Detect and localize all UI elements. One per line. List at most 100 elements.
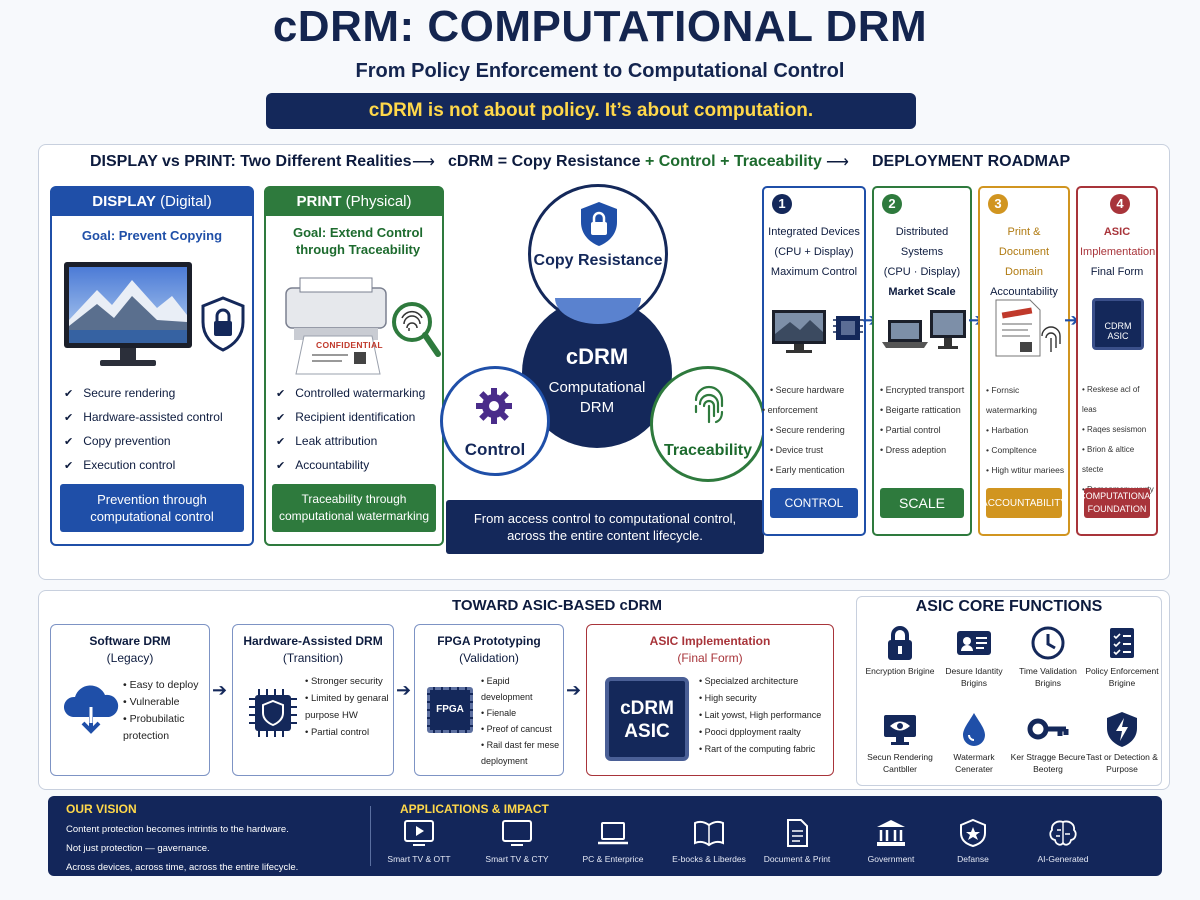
display-footer: Prevention through computational control	[60, 484, 244, 532]
application-label: Document & Print	[763, 854, 831, 864]
application-item: Smart TV & OTT	[374, 818, 464, 864]
chip-shield-icon	[249, 689, 297, 737]
core-function-label: Secun Rendering Cantbller	[867, 752, 933, 774]
step-feature: Reskese acl of leas	[1082, 380, 1154, 420]
stage-title-text: Software DRM	[89, 634, 171, 648]
core-functions-grid: Encryption Brigine Desure Idantity Brigi…	[862, 620, 1160, 784]
step-feature: Brion & altice stecte	[1082, 440, 1154, 480]
core-function-cell: Secun Rendering Cantbller	[862, 706, 938, 778]
equation-header: cDRM = Copy Resistance + Control + Trace…	[448, 153, 822, 171]
laptop-icon	[598, 822, 628, 845]
printer-icon	[285, 277, 387, 375]
document-icon	[787, 819, 808, 847]
roadmap-arrow: ➔	[1064, 310, 1080, 330]
roadmap-step-1: 1 Integrated Devices (CPU + Display) Max…	[762, 186, 866, 536]
core-function-label: Encryption Brigine	[865, 666, 935, 676]
step-feature: Device trust	[770, 440, 862, 460]
step-feature: Secure hardware	[770, 380, 862, 400]
roadmap-header: DEPLOYMENT ROADMAP	[872, 153, 1071, 170]
asic-chip-line: cDRM	[620, 698, 674, 719]
core-functions-panel	[856, 596, 1162, 786]
application-item: AI-Generated	[1018, 818, 1108, 864]
clock-icon	[1031, 626, 1065, 660]
step-label: ACCOUNTABILITY	[981, 488, 1067, 518]
application-item: Document & Print	[752, 818, 842, 864]
stage-feature: Pooci dpployment raalty	[699, 724, 833, 741]
monitor-chip-icon	[772, 310, 863, 353]
venn-diagram: Copy Resistance cDRM Computational DRM C…	[440, 180, 766, 560]
fingerprint-icon	[694, 385, 724, 424]
step-features: Fornsic watermarking Harbation Compltenc…	[986, 380, 1066, 480]
roadmap-step-2: 2 Distributed Systems (CPU · Display) Ma…	[872, 186, 972, 536]
step-feature: enforcement	[762, 400, 862, 420]
step-feature: Fornsic watermarking	[986, 380, 1066, 420]
step-feature: Dress adeption	[880, 440, 968, 460]
vision-line: Content protection becomes intrintis to …	[66, 824, 289, 835]
vision-line: Not just protection — gavernance.	[66, 843, 210, 854]
venn-center-title: cDRM	[565, 344, 629, 369]
page-subtitle: From Policy Enforcement to Computational…	[355, 60, 845, 82]
application-item: Defanse	[928, 818, 1018, 864]
shield-icon	[960, 818, 986, 848]
document-fingerprint-icon	[995, 299, 1061, 357]
stage-title-text: Hardware-Assisted DRM	[243, 634, 383, 648]
core-function-cell: Policy Enforcement Brigine	[1084, 620, 1160, 692]
print-item: Recipient identification	[276, 406, 425, 430]
display-goal: Goal: Prevent Copying	[81, 228, 223, 243]
step-description: Distributed Systems (CPU · Display) Mark…	[876, 222, 968, 302]
step-feature: Harbation	[986, 420, 1066, 440]
print-footer: Traceability through computational water…	[272, 484, 436, 532]
print-box-header: PRINT (Physical)	[266, 188, 442, 216]
asic-chip-line: ASIC	[624, 721, 670, 742]
step-description: Integrated Devices (CPU + Display) Maxim…	[766, 222, 862, 282]
shield-bolt-icon	[1107, 712, 1137, 747]
monitor-icon	[64, 262, 192, 366]
step-feature: High wtitur mariees	[986, 460, 1066, 480]
core-function-cell: Tast or Detection & Purpose	[1084, 706, 1160, 778]
print-title: PRINT	[296, 193, 342, 210]
display-box-header: DISPLAY (Digital)	[52, 188, 252, 216]
print-item: Leak attribution	[276, 430, 425, 454]
display-item: Hardware-assisted control	[64, 406, 222, 430]
stage-feature: Partial control	[305, 724, 393, 741]
stage-feature: Specialzed architecture	[699, 673, 833, 690]
stage-hardware-drm: Hardware-Assisted DRM (Transition) Stron…	[232, 624, 394, 776]
print-checklist: Controlled watermarking Recipient identi…	[276, 382, 425, 478]
lock-shield-icon	[581, 202, 617, 246]
display-vs-print-header: DISPLAY vs PRINT: Two Different Realitie…	[90, 153, 412, 170]
venn-left-label: Control	[464, 440, 526, 459]
stage-subtitle: (Transition)	[282, 651, 344, 665]
print-title-sub: (Physical)	[345, 193, 412, 210]
display-item: Execution control	[64, 454, 223, 478]
vision-title: OUR VISION	[66, 802, 137, 816]
application-label: Defanse	[957, 854, 989, 864]
laptop-monitor-icon	[882, 310, 966, 349]
application-label: AI-Generated	[1037, 854, 1089, 864]
tv-icon	[502, 820, 532, 846]
stage-feature: Eapid development	[481, 673, 563, 705]
core-function-label: Tast or Detection & Purpose	[1086, 752, 1158, 774]
application-item: Government	[846, 818, 936, 864]
equation-plus: + Control +	[640, 153, 734, 170]
step-features: Encrypted transport Beigarte rattication…	[880, 380, 968, 460]
stage-feature: Lait yowst, High performance	[699, 707, 833, 724]
stage-subtitle: (Validation)	[459, 651, 519, 665]
step-line: Market Scale	[888, 286, 956, 298]
checklist-icon	[1110, 628, 1134, 658]
step-feature: Beigarte rattication	[880, 400, 968, 420]
step-line: Distributed Systems	[895, 226, 949, 258]
page-title: cDRM: COMPUTATIONAL DRM	[272, 2, 928, 51]
vision-divider	[370, 806, 371, 866]
core-functions-title: ASIC CORE FUNCTIONS	[915, 598, 1103, 615]
stage-features: Specialzed architecture High security La…	[699, 673, 833, 758]
core-function-cell: Encryption Brigine	[862, 620, 938, 692]
lock-icon	[888, 626, 912, 660]
stage-title: ASIC Implementation (Final Form)	[587, 633, 833, 667]
step-number: 2	[882, 194, 902, 214]
key-icon	[1027, 718, 1069, 740]
stage-feature: High security	[699, 690, 833, 707]
asic-chip: CDRM ASIC	[1092, 298, 1144, 350]
cloud-download-icon	[63, 685, 119, 734]
core-function-cell: Watermark Cenerater	[936, 706, 1012, 778]
stage-title-text: FPGA Prototyping	[437, 634, 541, 648]
